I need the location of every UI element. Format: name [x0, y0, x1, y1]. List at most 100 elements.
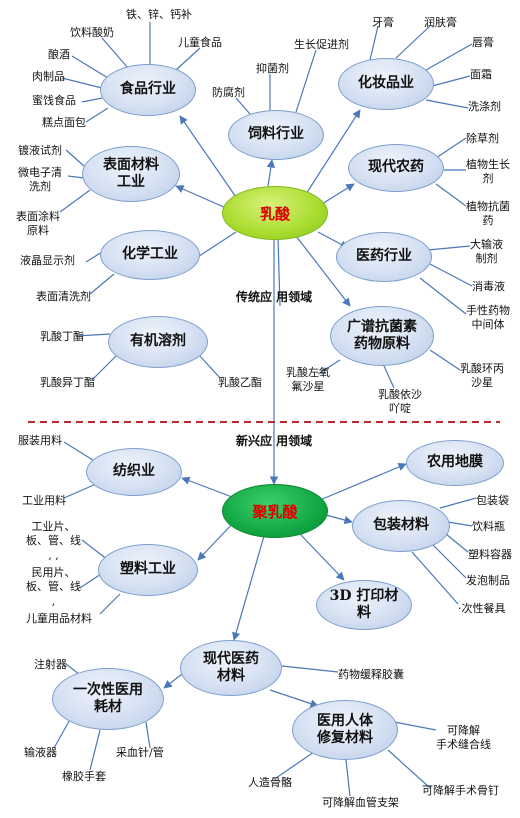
connector-63	[89, 729, 101, 771]
leaf-growth-promoter: 生长促进剂	[294, 38, 349, 51]
connector-48	[63, 441, 97, 463]
connector-14	[61, 77, 103, 89]
connector-23	[431, 75, 471, 87]
leaf-drink-yogurt: 饮料酸奶	[70, 26, 114, 39]
connector-65	[393, 721, 437, 731]
leaf-kids-food: 儿童食品	[178, 36, 222, 49]
connector-35	[419, 277, 467, 315]
node-packaging: 包装材料	[352, 500, 450, 552]
leaf-container: 塑料容器	[468, 548, 512, 561]
connector-53	[439, 497, 477, 509]
leaf-isobutyl-lactate: 乳酸异丁酯	[40, 376, 95, 389]
leaf-ethacridine: 乳酸依沙 吖啶	[378, 388, 422, 416]
leaf-clothing: 服装用料	[18, 434, 62, 447]
leaf-infusion: 大输液 制剂	[470, 238, 503, 266]
connector-37	[91, 355, 117, 381]
leaf-gloves: 橡胶手套	[62, 770, 106, 783]
connector-56	[431, 543, 467, 579]
leaf-tableware: ·次性餐具	[458, 602, 506, 615]
connector-21	[395, 25, 431, 59]
section-label-emerging: 新兴应 用领域	[236, 434, 313, 448]
leaf-face-cream: 面霜	[470, 68, 492, 81]
node-plastics: 塑料工业	[98, 544, 198, 596]
node-organic-solvents: 有机溶剂	[108, 316, 208, 368]
connector-17	[295, 49, 317, 113]
leaf-bottle: 饮料瓶	[472, 520, 505, 533]
connector-12	[175, 47, 201, 71]
connector-8	[295, 235, 351, 307]
connector-52	[99, 593, 121, 615]
connector-25	[65, 149, 85, 167]
connector-3	[175, 185, 227, 209]
node-feed-industry: 饲料行业	[228, 110, 324, 160]
leaf-civil-sheet: 民用片、 板、管、线 ,	[26, 566, 81, 608]
connector-28	[435, 137, 467, 159]
connector-15	[81, 97, 103, 103]
node-implant-materials: 医用人体 修复材料	[292, 700, 398, 760]
leaf-chiral-drug: 手性药物 中间体	[466, 304, 510, 332]
leaf-brewing: 酿酒	[48, 48, 70, 61]
connector-16	[85, 107, 109, 123]
connector-0	[179, 115, 239, 201]
connector-11	[101, 37, 129, 69]
section-label-traditional: 传统应 用领域	[236, 290, 313, 304]
connector-26	[67, 175, 85, 179]
leaf-lotion: 润肤膏	[424, 16, 457, 29]
leaf-surface-cleaner: 表面清洗剂	[36, 290, 91, 303]
leaf-antibacterial: 抑菌剂	[256, 62, 289, 75]
connector-45	[197, 519, 237, 561]
leaf-kids-material: 儿童用品材料	[26, 612, 92, 625]
connector-36	[75, 333, 111, 337]
node-broad-antibiotics: 广谱抗菌素 药物原料	[330, 306, 434, 366]
connector-24	[425, 99, 469, 109]
leaf-plating-agent: 镀液试剂	[18, 144, 62, 157]
leaf-lcd-agent: 液晶显示剂	[20, 254, 75, 267]
leaf-toothpaste: 牙膏	[372, 16, 394, 29]
connector-54	[447, 521, 473, 527]
leaf-plant-antibiotic: 植物抗菌 药	[466, 200, 510, 228]
node-textile: 纺织业	[86, 448, 182, 496]
leaf-ethyl-lactate: 乳酸乙酯	[218, 376, 262, 389]
connector-59	[269, 689, 319, 708]
connector-2	[305, 109, 361, 195]
connector-30	[435, 183, 467, 207]
leaf-bone-nail: 可降解手术骨钉	[422, 784, 499, 797]
node-surface-materials: 表面材料 工业	[82, 146, 180, 202]
connector-57	[411, 551, 459, 605]
connector-27	[59, 189, 91, 213]
leaf-foam: 发泡制品	[466, 574, 510, 587]
node-disposable-medical: 一次性医用 耗材	[52, 668, 164, 730]
connector-40	[383, 365, 395, 389]
leaf-syringe: 注射器	[34, 658, 67, 671]
leaf-bakery: 糕点面包	[42, 116, 86, 129]
connector-33	[427, 245, 471, 251]
connector-47	[232, 535, 265, 641]
leaf-levofloxacin: 乳酸左氧 氟沙星	[286, 366, 330, 394]
leaf-blood-needle: 采血针/管	[116, 746, 164, 759]
connector-19	[235, 97, 251, 115]
leaf-industrial: 工业用料	[22, 494, 66, 507]
leaf-suture: 可降解 手术缝合线	[436, 724, 491, 752]
connector-55	[445, 533, 469, 553]
leaf-disinfectant: 消毒液	[472, 280, 505, 293]
leaf-capsule: 药物缓释胶囊	[338, 668, 404, 681]
connector-64	[145, 721, 151, 749]
leaf-meat: 肉制品	[32, 70, 65, 83]
hub-polylactic-acid: 聚乳酸	[222, 484, 328, 538]
connector-41	[429, 349, 461, 371]
hub-lactic-acid: 乳酸	[222, 186, 328, 240]
leaf-surface-coating: 表面涂料 原料	[16, 210, 60, 238]
connector-20	[369, 25, 379, 61]
node-chemical-industry: 化学工业	[100, 230, 200, 280]
node-3d-printing: 3D 打印材料	[316, 580, 412, 630]
leaf-industrial-sheet: 工业片、 板、管、线 , ,	[26, 520, 81, 562]
leaf-bag: 包装袋	[476, 494, 509, 507]
node-modern-pesticides: 现代农药	[348, 144, 444, 192]
connector-32	[89, 273, 115, 295]
leaf-micro-cleaner: 微电子清 洗剂	[18, 166, 62, 194]
node-cosmetics: 化妆品业	[338, 58, 434, 110]
node-pharma-industry: 医药行业	[336, 232, 432, 282]
leaf-plant-growth: 植物生长 剂	[466, 158, 510, 186]
